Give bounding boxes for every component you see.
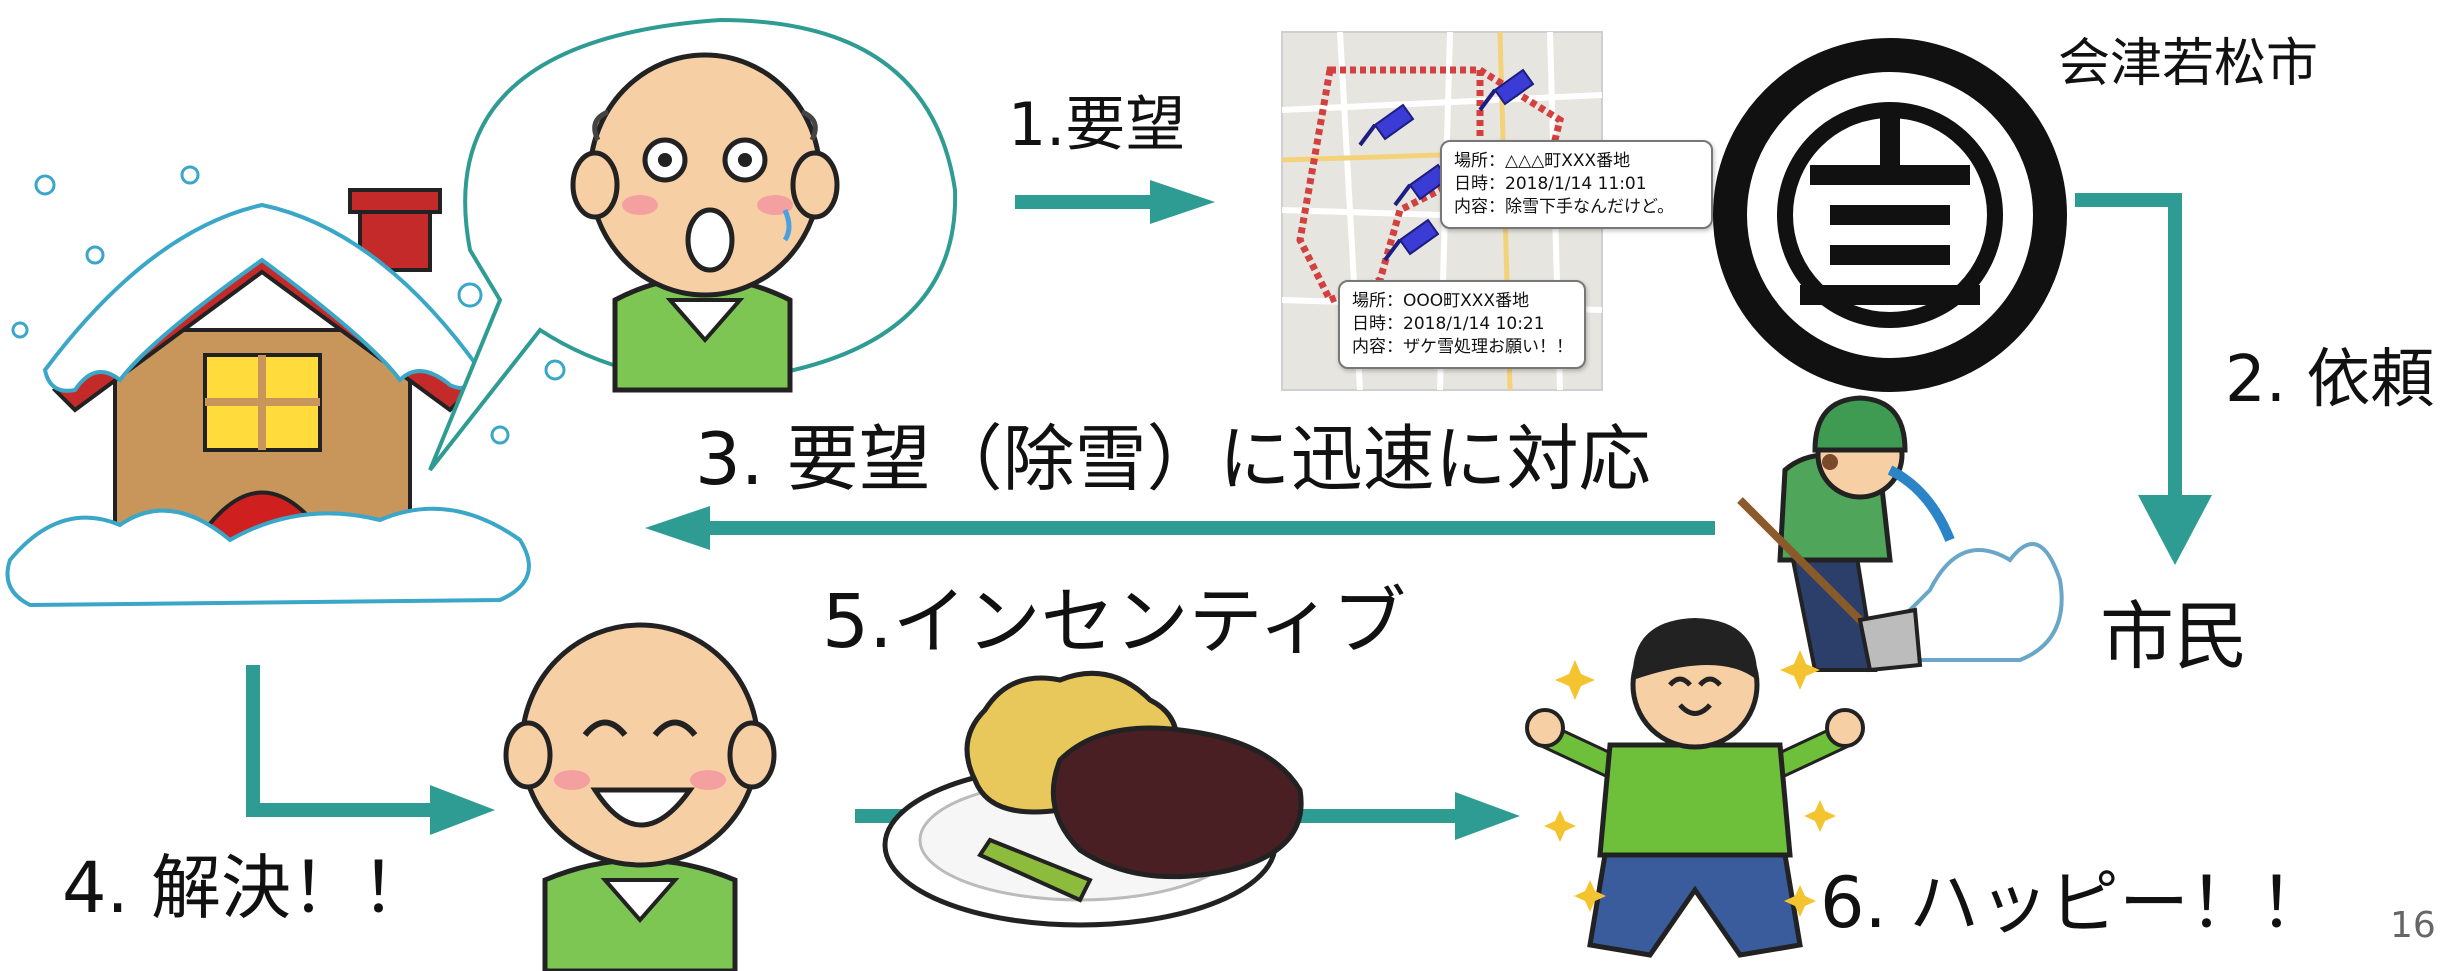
happy-citizen-icon <box>1525 618 1865 958</box>
ask-arrow <box>2075 193 2182 500</box>
happy-elder-icon <box>503 622 777 971</box>
step-1-request-label: 1.要望 <box>1008 90 1186 160</box>
step-4-solved-label: 4. 解決！！ <box>62 847 432 929</box>
city-name-label: 会津若松市 <box>2058 34 2319 94</box>
incentive-arrowhead <box>1455 792 1520 840</box>
snow-covered-house-icon <box>5 165 566 608</box>
map-popup-2: 場所：OOO町XXX番地 日時：2018/1/14 10:21 内容：ザケ雪処理… <box>1338 280 1586 369</box>
map-popup-content: 内容：ザケ雪処理お願い！！ <box>1352 336 1573 357</box>
map-popup-place: 場所：△△△町XXX番地 <box>1454 151 1631 171</box>
map-popup-datetime: 日時：2018/1/14 11:01 <box>1454 173 1647 194</box>
step-5-incentive-label: 5.インセンティブ <box>822 579 1407 665</box>
respond-arrowhead <box>645 506 710 550</box>
step-6-happy-label: 6. ハッピー！！ <box>1820 862 2330 944</box>
solved-arrowhead <box>430 785 495 835</box>
map-popup-1: 場所：△△△町XXX番地 日時：2018/1/14 11:01 内容：除雪下手な… <box>1440 140 1713 229</box>
worried-elder-icon <box>570 52 840 393</box>
solved-arrow <box>246 665 440 817</box>
map-popup-place: 場所：OOO町XXX番地 <box>1352 291 1530 311</box>
step-3-respond-label: 3. 要望（除雪）に迅速に対応 <box>695 417 1651 501</box>
request-arrowhead <box>1150 180 1215 224</box>
page-number: 16 <box>2390 905 2436 946</box>
ask-arrowhead <box>2138 495 2212 565</box>
map-popup-content: 内容：除雪下手なんだけど。 <box>1454 196 1675 217</box>
step-2-ask-label: 2. 依頼 <box>2225 343 2435 417</box>
snow-shoveler-icon <box>1737 395 2064 673</box>
citizen-label: 市民 <box>2100 594 2248 680</box>
hamburg-steak-plate-icon <box>882 670 1304 928</box>
city-emblem-icon <box>1713 38 2067 392</box>
map-popup-datetime: 日時：2018/1/14 10:21 <box>1352 313 1545 334</box>
